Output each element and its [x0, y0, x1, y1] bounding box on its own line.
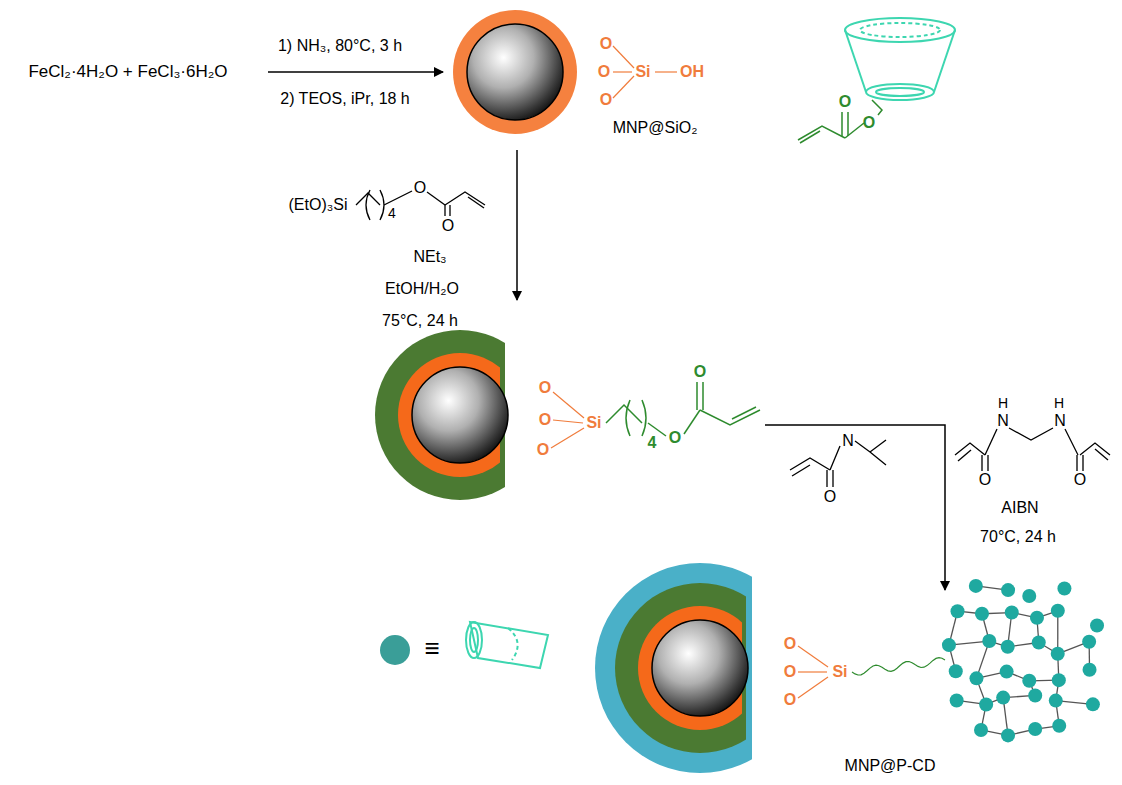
text-label: 70°C, 24 h: [980, 528, 1056, 546]
cd-unit: [982, 634, 996, 648]
silica-particle: [453, 10, 677, 134]
text-label: MNP@P-CD: [845, 757, 936, 775]
condition-text: 2) TEOS, iPr, 18 h: [280, 90, 410, 108]
cd-unit: [1030, 611, 1044, 625]
atom-label: O: [839, 93, 851, 111]
atom-label: O: [694, 363, 706, 381]
cd-unit: [951, 604, 965, 618]
cd-unit: [969, 579, 983, 593]
cd-unit: [969, 671, 983, 685]
cd-unit: [1051, 647, 1065, 661]
cd-unit: [1051, 604, 1065, 618]
cd-unit: [1049, 694, 1063, 708]
cd-unit: [1082, 635, 1096, 649]
atom-label: O: [784, 663, 796, 681]
polymer-particle: [595, 563, 1104, 773]
atom-label: O: [598, 63, 610, 81]
atom-label: N: [1054, 412, 1066, 430]
text-label: MNP@SiO₂: [613, 119, 698, 137]
cd-unit: [950, 693, 964, 707]
atom-label: Si: [635, 63, 650, 81]
atom-label: O: [979, 471, 991, 489]
cd-unit: [1028, 688, 1042, 702]
atom-label: ≡: [424, 634, 439, 663]
atom-label: O: [600, 91, 612, 109]
cd-unit: [979, 697, 993, 711]
atom-label: O: [600, 35, 612, 53]
cd-unit: [1005, 606, 1019, 620]
nipam-structure: [790, 440, 886, 487]
reactant-formula: FeCl₂·4H₂O + FeCl₃·6H₂O: [28, 63, 227, 82]
cd-unit: [1052, 673, 1066, 687]
atom-label: O: [784, 691, 796, 709]
cd-unit: [1083, 663, 1097, 677]
cd-unit: [975, 607, 989, 621]
cd-unit: [1052, 719, 1066, 733]
mba-structure: [955, 428, 1110, 471]
cd-unit: [1086, 697, 1100, 711]
cd-unit: [1022, 674, 1036, 688]
cyclodextrin-acrylate: [798, 18, 955, 143]
atom-label: Si: [586, 414, 601, 432]
cd-unit: [1001, 728, 1015, 742]
cd-unit: [1022, 589, 1036, 603]
cd-unit: [1057, 582, 1071, 596]
atom-label: O: [539, 411, 551, 429]
atom-label: Si: [832, 663, 847, 681]
atom-label: O: [824, 488, 836, 506]
text-label: NEt₃: [413, 248, 446, 266]
atom-label: H: [998, 396, 1008, 411]
cd-unit: [942, 638, 956, 652]
atom-label: O: [1074, 471, 1086, 489]
cd-unit: [1000, 665, 1014, 679]
atom-label: H: [1054, 396, 1064, 411]
cd-unit: [1032, 635, 1046, 649]
condition-text: 1) NH₃, 80°C, 3 h: [278, 37, 402, 55]
atom-label: N: [842, 432, 854, 450]
reaction-arrow: [268, 72, 945, 590]
text-label: 75°C, 24 h: [382, 312, 458, 330]
atom-label: 4: [648, 434, 657, 452]
cd-unit: [949, 664, 963, 678]
cd-unit: [1028, 722, 1042, 736]
atom-label: O: [539, 379, 551, 397]
text-label: AIBN: [1001, 499, 1038, 517]
atom-label: OH: [680, 63, 704, 81]
atom-label: O: [863, 114, 875, 132]
atom-label: O: [414, 179, 426, 197]
atom-label: O: [784, 635, 796, 653]
atom-label: O: [442, 217, 454, 235]
text-label: (EtO)₃Si: [289, 196, 348, 214]
cd-unit: [1001, 583, 1015, 597]
cd-unit: [974, 723, 988, 737]
atom-label: N: [997, 412, 1009, 430]
cd-unit: [1090, 619, 1104, 633]
cd-unit: [1001, 640, 1015, 654]
atom-label: O: [537, 441, 549, 459]
cd-unit: [996, 691, 1010, 705]
cd-symbol: [380, 622, 548, 668]
atom-label: O: [669, 429, 681, 447]
text-label: EtOH/H₂O: [385, 280, 459, 298]
acrylate-particle: [375, 330, 760, 500]
atom-label: 4: [388, 206, 396, 221]
